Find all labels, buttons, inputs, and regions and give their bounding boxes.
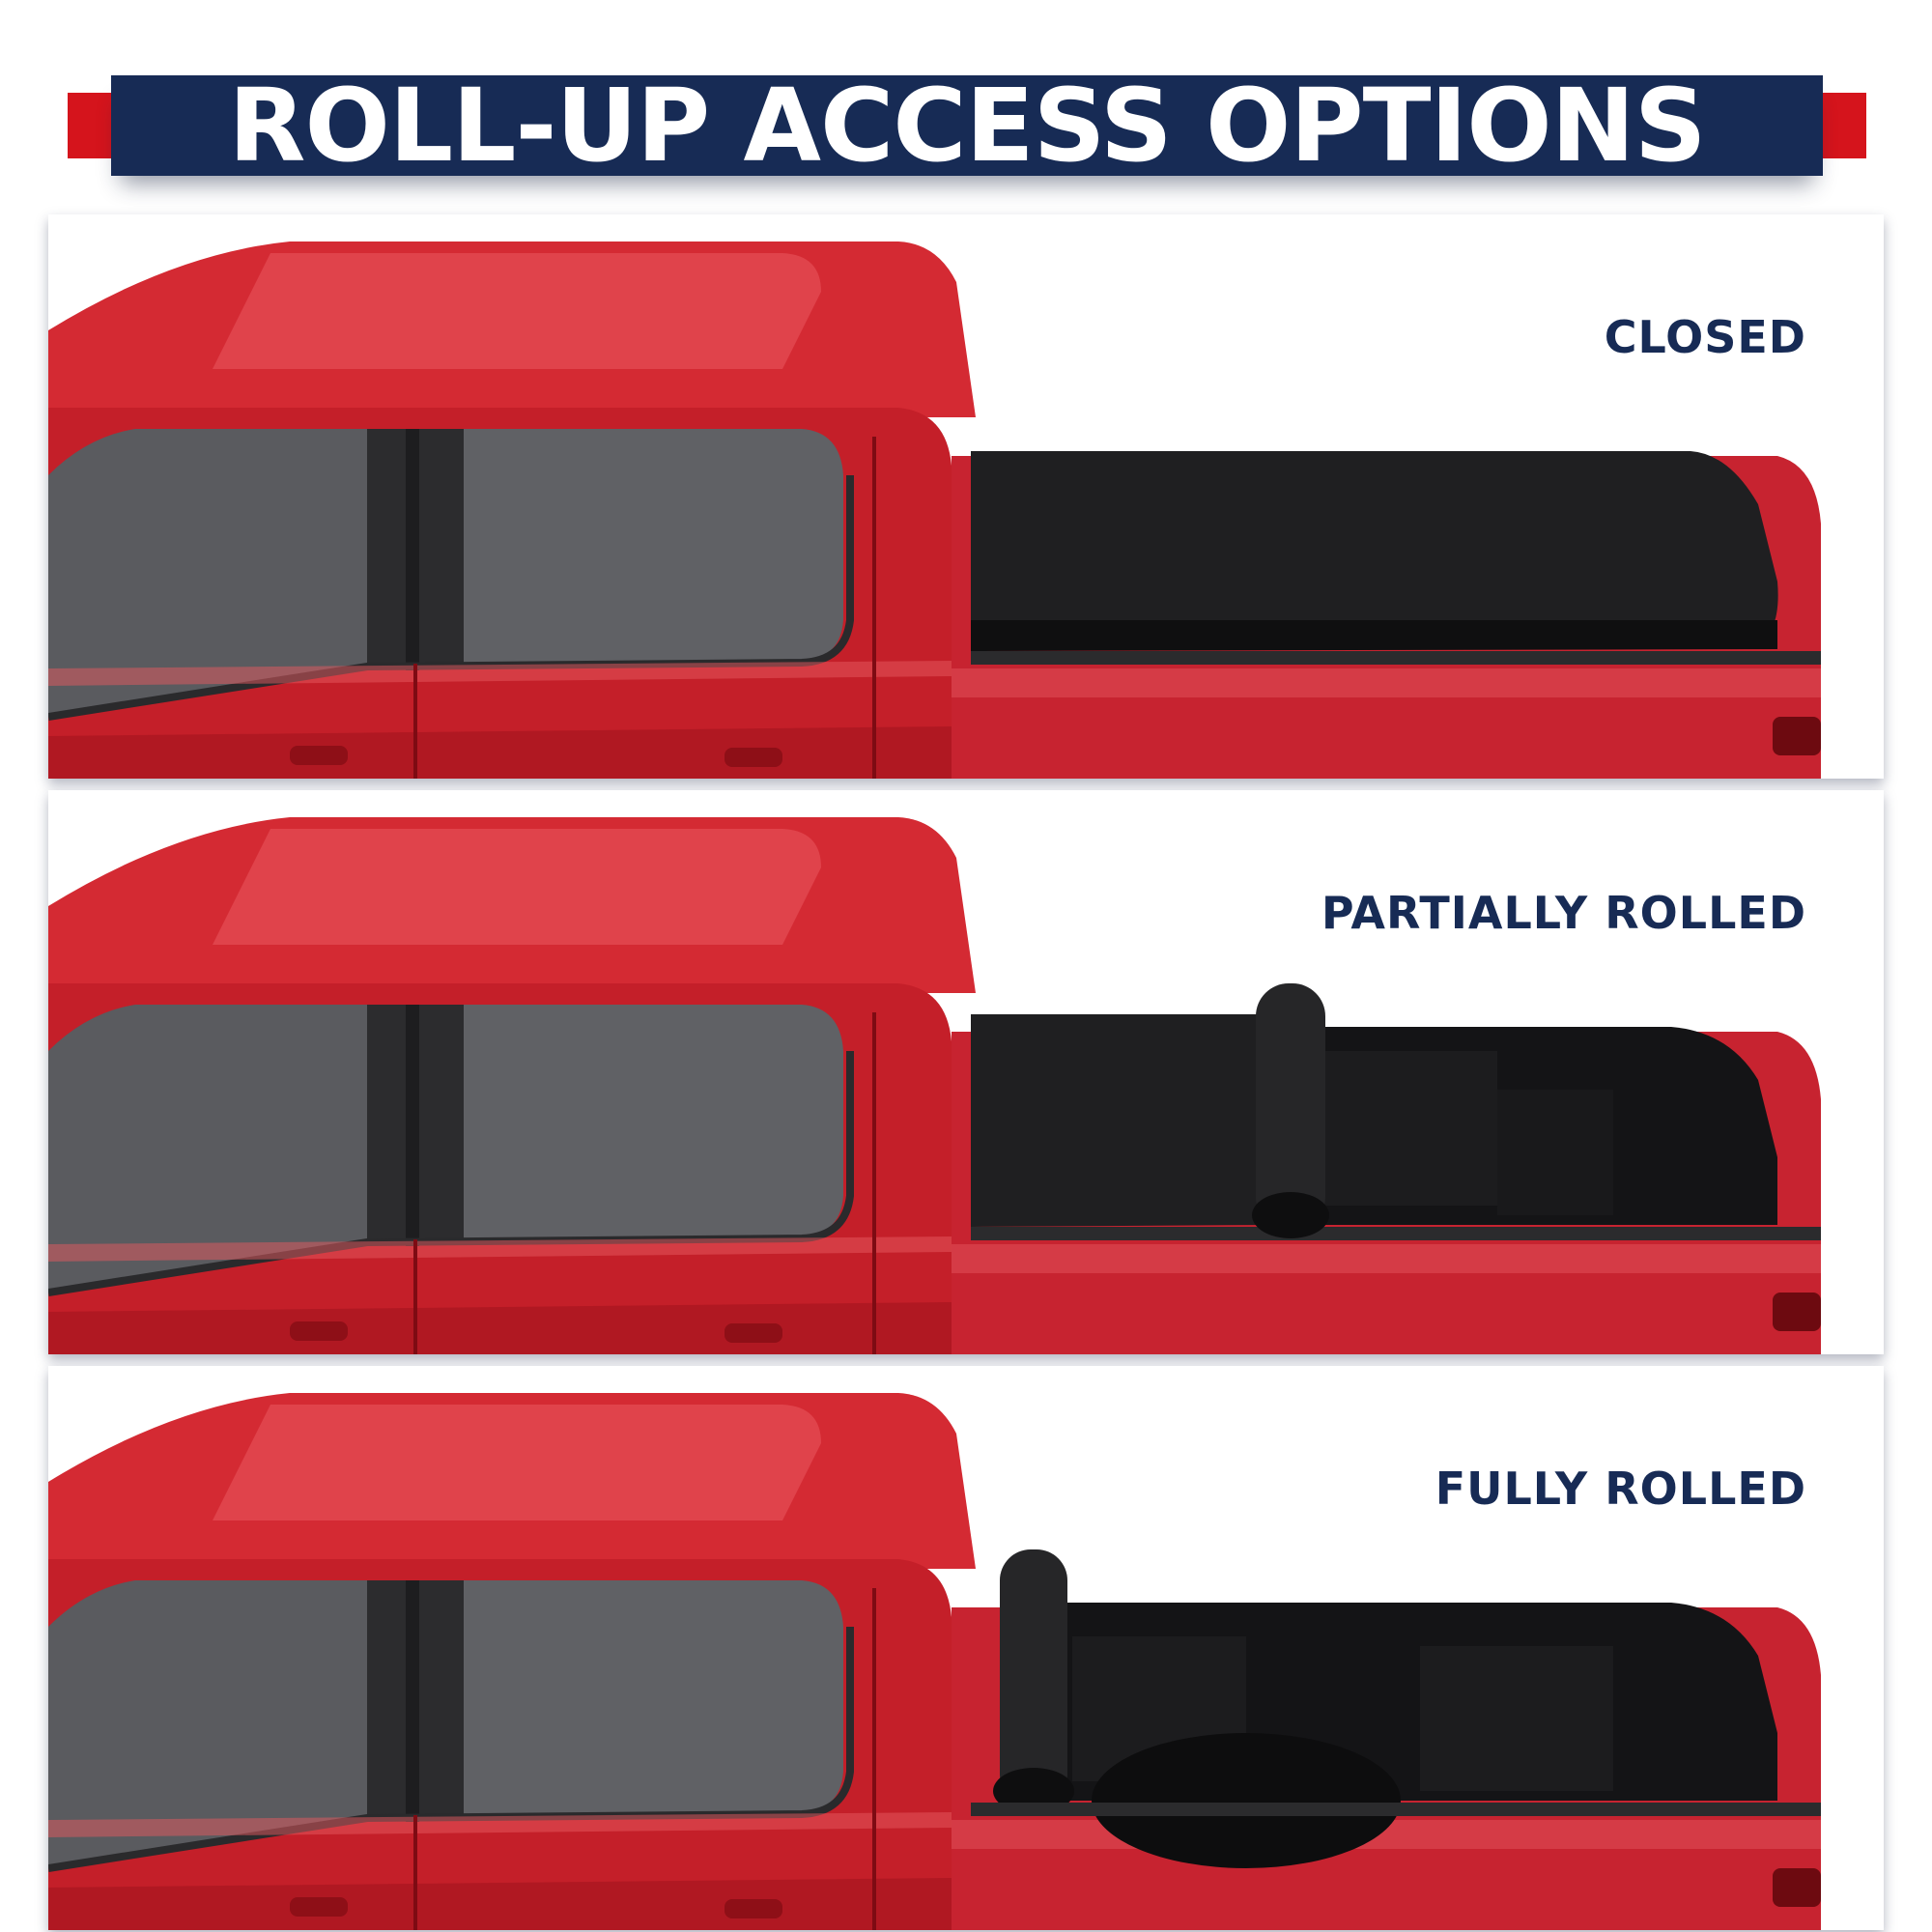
truck-bed-open — [1256, 1027, 1777, 1225]
panel-partially-rolled: PARTIALLY ROLLED — [48, 790, 1884, 1354]
panel-label-fully-rolled: FULLY ROLLED — [1435, 1463, 1806, 1515]
page-title: ROLL-UP ACCESS OPTIONS — [228, 67, 1706, 185]
panel-fully-rolled: FULLY ROLLED — [48, 1366, 1884, 1930]
title-banner: ROLL-UP ACCESS OPTIONS — [111, 75, 1823, 176]
tonneau-cover-partial — [971, 1014, 1821, 1240]
truck-image-closed — [48, 242, 1821, 779]
truck-bed-open — [1024, 1603, 1777, 1868]
rolled-cover — [971, 1549, 1821, 1816]
panel-closed: CLOSED — [48, 214, 1884, 779]
tonneau-cover-closed — [971, 451, 1821, 665]
rolled-cover — [1252, 983, 1329, 1238]
truck-image-partially-rolled — [48, 817, 1821, 1354]
panel-label-closed: CLOSED — [1604, 311, 1806, 363]
truck-image-fully-rolled — [48, 1393, 1821, 1930]
panel-label-partially-rolled: PARTIALLY ROLLED — [1321, 887, 1806, 939]
title-banner-area: ROLL-UP ACCESS OPTIONS — [0, 0, 1932, 208]
